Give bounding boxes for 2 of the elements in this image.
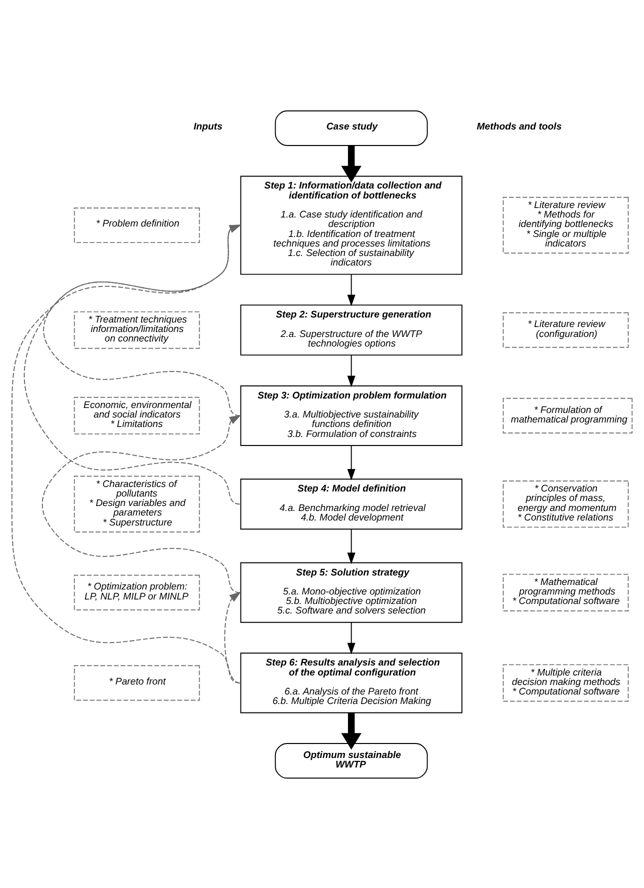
label: Inputs (194, 121, 222, 132)
label: Methods and tools (476, 121, 562, 132)
